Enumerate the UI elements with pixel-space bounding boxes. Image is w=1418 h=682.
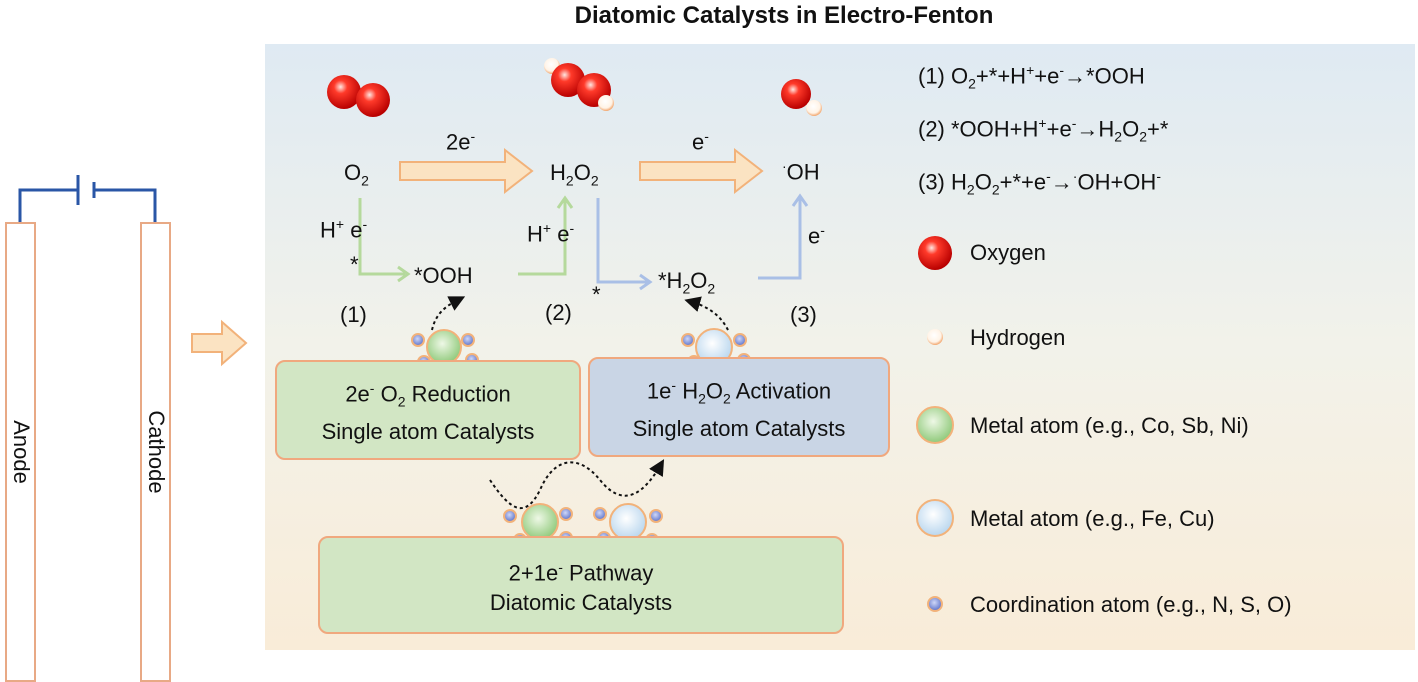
- oh-radical-icon: [781, 79, 822, 116]
- species-h2o2: H2O2: [550, 160, 599, 189]
- activation-box-title: 1e- H2O2 Activation: [646, 377, 832, 407]
- label-step2-star: *: [592, 282, 601, 307]
- legend-metal-green-label: Metal atom (e.g., Co, Sb, Ni): [970, 413, 1249, 438]
- step-number-2: (2): [545, 300, 572, 325]
- step2-path-arrow: [518, 195, 574, 276]
- species-ooh-adsorbed: *OOH: [414, 263, 473, 288]
- arrow-h2o2-to-oh: [639, 147, 764, 195]
- legend-hydrogen-icon: [927, 329, 943, 345]
- green-single-atom-site-icon: [411, 296, 479, 369]
- legend-metal-green-icon: [916, 406, 954, 444]
- equation-3: (3) H2O2+*+e-→·OH+OH-: [918, 168, 1161, 198]
- legend-coordination-label: Coordination atom (e.g., N, S, O): [970, 592, 1292, 617]
- legend-oxygen-icon: [918, 236, 952, 270]
- arrow-o2-to-h2o2: [399, 147, 534, 195]
- orr-box-title: 2e- O2 Reduction: [345, 380, 511, 410]
- label-step1-star: *: [350, 252, 359, 277]
- diatomic-box-title: 2+1e- Pathway: [508, 558, 654, 586]
- legend-coordination-icon: [927, 596, 943, 612]
- equation-1: (1) O2+*+H++e-→*OOH: [918, 62, 1145, 92]
- o2-molecule-icon: [327, 75, 390, 117]
- legend-hydrogen-label: Hydrogen: [970, 325, 1066, 350]
- diatomic-box-subtitle: Diatomic Catalysts: [489, 590, 673, 616]
- figure-title: Diatomic Catalysts in Electro-Fenton: [574, 2, 994, 29]
- h2o2-molecule-icon: [544, 58, 614, 111]
- step-number-3: (3): [790, 302, 817, 327]
- circuit-wire: [18, 175, 157, 222]
- label-step3-electron: e-: [808, 222, 825, 249]
- figure-canvas: Diatomic Catalysts in Electro-Fenton Ano…: [5, 2, 1415, 682]
- label-step1-proton-electron: H+ e-: [320, 216, 368, 243]
- legend-metal-blue-label: Metal atom (e.g., Fe, Cu): [970, 506, 1215, 531]
- equation-2: (2) *OOH+H++e-→H2O2+*: [918, 115, 1169, 145]
- step-number-1: (1): [340, 302, 367, 327]
- diatomic-site-icon: [489, 459, 665, 547]
- cathode-to-panel-arrow: [191, 319, 248, 367]
- orr-box-subtitle: Single atom Catalysts: [321, 418, 535, 444]
- legend-metal-blue-icon: [916, 499, 954, 537]
- orr-single-atom-catalyst-box: 2e- O2 Reduction Single atom Catalysts: [275, 360, 581, 460]
- cathode-electrode: Cathode: [140, 222, 171, 682]
- label-one-electron: e-: [692, 128, 709, 155]
- legend-oxygen-label: Oxygen: [970, 240, 1046, 265]
- anode-electrode: Anode: [5, 222, 36, 682]
- label-two-electron: 2e-: [446, 128, 476, 155]
- step1-path-arrow: [358, 198, 411, 283]
- step3-path-arrow: [758, 193, 809, 280]
- activation-box-subtitle: Single atom Catalysts: [632, 415, 846, 441]
- step2-blue-path-arrow: [596, 198, 653, 291]
- diatomic-catalyst-box: 2+1e- Pathway Diatomic Catalysts: [318, 536, 844, 634]
- species-h2o2-adsorbed: *H2O2: [658, 268, 716, 297]
- activation-single-atom-catalyst-box: 1e- H2O2 Activation Single atom Catalyst…: [588, 357, 890, 457]
- label-step2-proton-electron: H+ e-: [527, 220, 575, 247]
- species-oh-radical: ·OH: [782, 158, 820, 185]
- species-o2: O2: [344, 160, 369, 189]
